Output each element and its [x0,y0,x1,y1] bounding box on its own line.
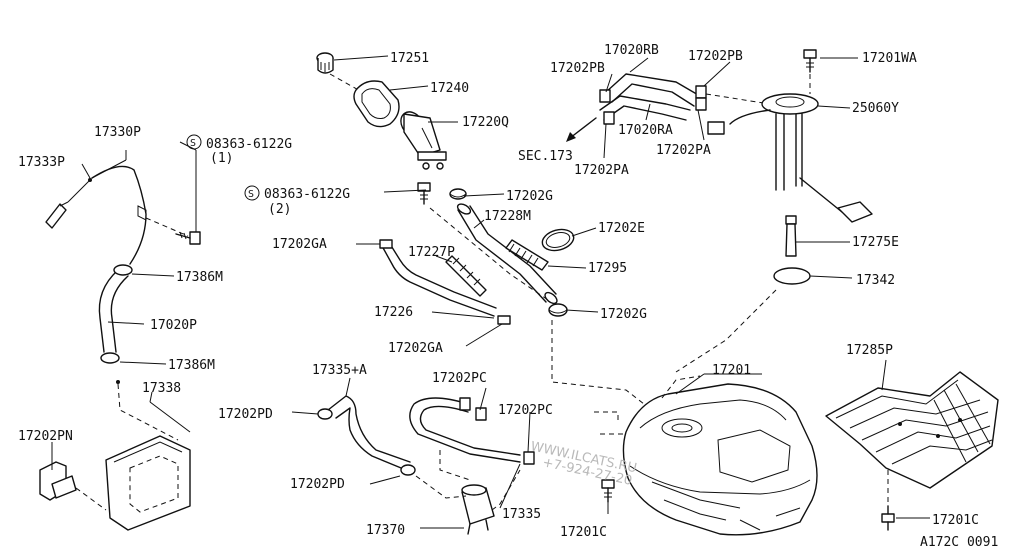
fuel-tank-17201 [622,383,818,536]
label-17201: 17201 [712,363,751,378]
bolt-17201c-a [601,479,615,503]
label-17202pa-a: 17202PA [656,143,711,158]
hose-17335 [409,397,535,465]
bolt-17201wa [803,49,817,73]
label-sec173: SEC.173 [518,149,573,164]
label-17220q: 17220Q [462,115,509,130]
label-17202e: 17202E [598,221,645,236]
corrugated-hose-17295 [505,239,549,271]
label-17202pc-a: 17202PC [432,371,487,386]
filler-hose-17228m [456,203,558,305]
label-17202pa-b: 17202PA [574,163,629,178]
diagram-code: A172C 0091 [920,535,998,550]
label-17275e: 17275E [852,235,899,250]
label-17227p: 17227P [408,245,455,260]
gasket-17342 [773,267,811,285]
label-17202pb-a: 17202PB [688,49,743,64]
canister-17338 [105,435,191,531]
label-17240: 17240 [430,81,469,96]
label-17020p: 17020P [150,318,197,333]
label-08363-2: 08363-6122G [264,187,350,202]
s-symbol-icon [186,134,202,150]
strainer-17275e [785,215,797,257]
label-17202pn: 17202PN [18,429,73,444]
clamp-17202pb-b [695,85,707,99]
label-17251: 17251 [390,51,429,66]
sec173-arrow [566,117,597,142]
s-symbol-icon [244,185,260,201]
svg-text:S: S [190,138,196,149]
clamp-17202g-b [548,303,568,317]
label-17201c-b: 17201C [932,513,979,528]
label-17202pd-b: 17202PD [290,477,345,492]
bolt-17201c-b [881,505,895,531]
label-17201wa: 17201WA [862,51,917,66]
label-17202g-b: 17202G [600,307,647,322]
watermark: WWW.ILCATS.RU +7-924-27-20 [529,439,638,489]
connector-17202pn [39,461,77,501]
label-17370: 17370 [366,523,405,538]
part-labels: 17251 17240 17220Q 17330P 17333P S 08363… [18,43,998,550]
label-17386m-a: 17386M [176,270,223,285]
hose-17020p [98,264,133,384]
filler-cap-17251 [316,52,334,74]
screw-08363-1 [175,231,201,245]
label-17226: 17226 [374,305,413,320]
clamp-17202g-a [449,188,467,200]
svg-text:S: S [248,189,254,200]
label-17202ga-b: 17202GA [388,341,443,356]
tube-17330p [91,165,147,265]
label-17330p: 17330P [94,125,141,140]
fuel-pump-25060y [707,93,873,223]
screw-08363-2 [417,182,431,205]
filler-gasket-17240 [353,80,400,128]
corrugated-hose-17227p [445,255,487,297]
label-17333p: 17333P [18,155,65,170]
label-17342: 17342 [856,273,895,288]
hose-17335a [317,395,416,476]
label-08363-1: 08363-6122G [206,137,292,152]
label-17295: 17295 [588,261,627,276]
tube-17020rb [605,73,701,107]
label-08363-2-qty: (2) [268,202,291,217]
label-17202ga-a: 17202GA [272,237,327,252]
clamp-17202pb-a [599,89,611,103]
label-08363-1-qty: (1) [210,151,233,166]
label-17202pc-b: 17202PC [498,403,553,418]
label-17201c-a: 17201C [560,525,607,540]
clamp-17202pa-b [695,97,707,111]
label-17020rb: 17020RB [604,43,659,58]
valve-17333p [45,178,92,229]
label-17386m-b: 17386M [168,358,215,373]
heat-shield-17285p [825,371,999,489]
filler-neck-17220q [400,111,447,170]
label-17202pd-a: 17202PD [218,407,273,422]
label-17338: 17338 [142,381,181,396]
filter-17370 [461,484,495,535]
leader-lines [51,55,930,529]
clamp-17202pa-a [603,111,615,125]
label-17020ra: 17020RA [618,123,673,138]
label-17228m: 17228M [484,209,531,224]
label-17335a: 17335+A [312,363,367,378]
label-17335: 17335 [502,507,541,522]
label-17202g-a: 17202G [506,189,553,204]
label-17202pb-b: 17202PB [550,61,605,76]
label-17285p: 17285P [846,343,893,358]
breather-tube-17226 [379,239,511,325]
label-25060y: 25060Y [852,101,899,116]
clamp-17202e [541,228,575,252]
